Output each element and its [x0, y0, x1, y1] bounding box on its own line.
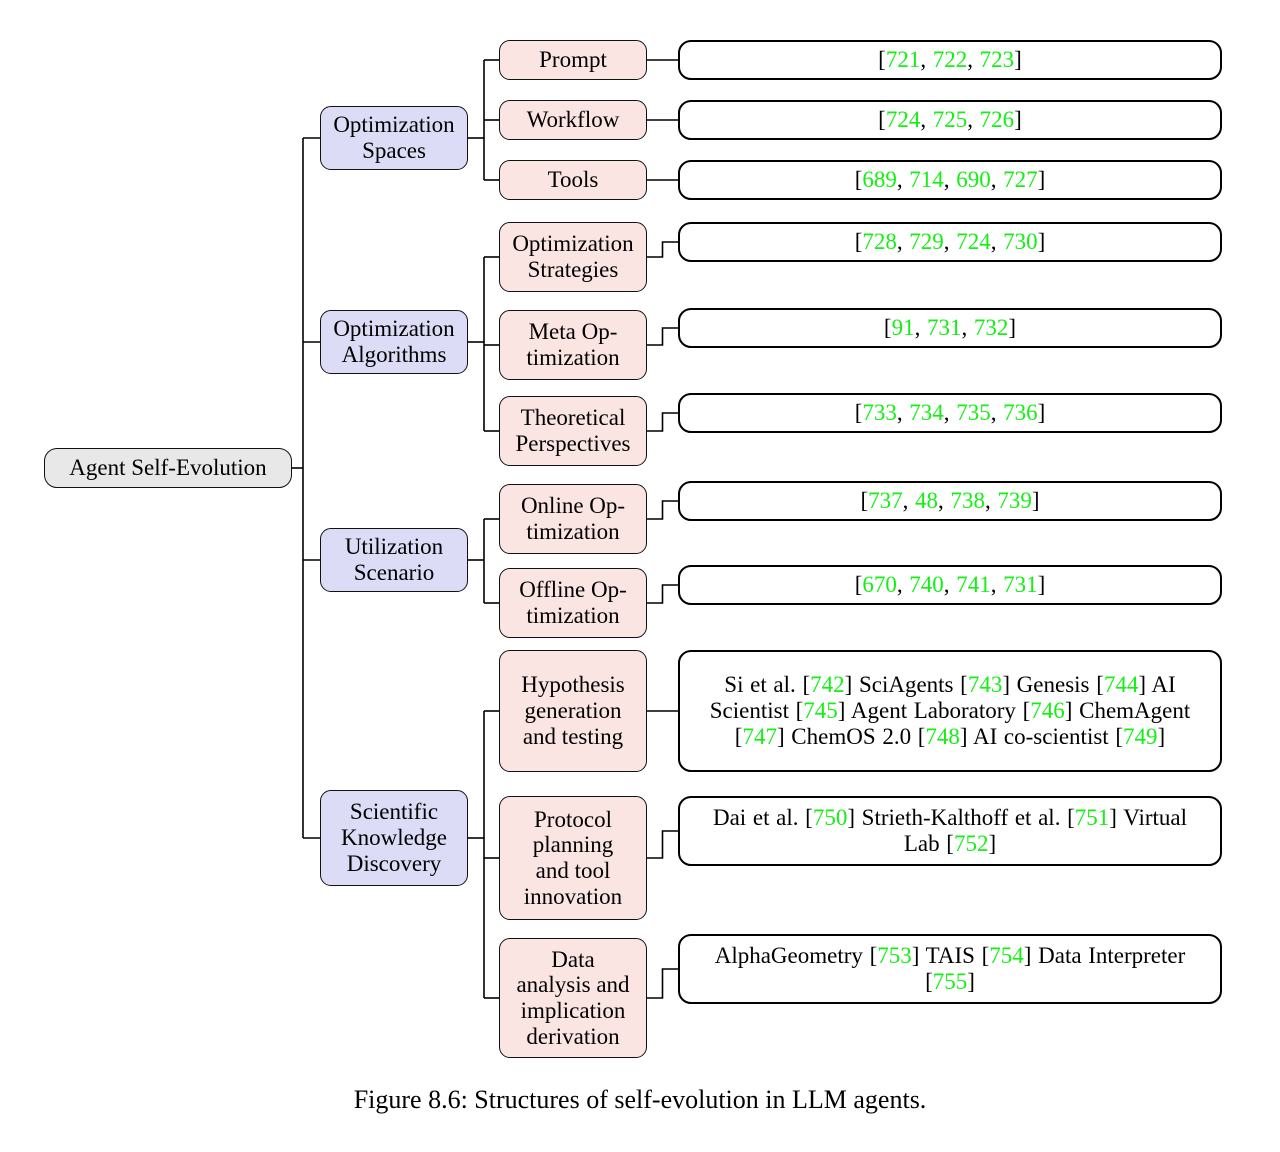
subtopic-node-workflow-label: Workflow: [526, 107, 620, 133]
citation-box-data-analysis-and-implication-derivation[interactable]: AlphaGeometry [753] TAIS [754] Data Inte…: [678, 934, 1222, 1004]
subtopic-node-offline-op-timization[interactable]: Offline Op- timization: [499, 568, 647, 638]
reference-number: 48: [915, 488, 939, 514]
reference-number: 740: [909, 572, 944, 598]
category-node-optimization-algorithms[interactable]: Optimization Algorithms: [320, 310, 468, 374]
reference-number: 734: [909, 400, 944, 426]
subtopic-node-hypothesis-generation-and-testing-label: Hypothesis generation and testing: [521, 672, 625, 749]
reference-number: 723: [979, 47, 1015, 73]
subtopic-node-prompt-label: Prompt: [539, 47, 607, 73]
subtopic-node-offline-op-timization-label: Offline Op- timization: [519, 577, 627, 628]
citation-box-hypothesis-generation-and-testing-label: Si et al. [742] SciAgents [743] Genesis …: [709, 672, 1191, 749]
reference-number: 725: [932, 107, 968, 133]
citation-box-offline-op-timization[interactable]: [670, 740, 741, 731]: [678, 565, 1222, 605]
citation-box-prompt-label: [721, 722, 723]: [878, 47, 1022, 73]
citation-box-workflow-label: [724, 725, 726]: [878, 107, 1022, 133]
subtopic-node-protocol-planning-and-tool-innovation[interactable]: Protocol planning and tool innovation: [499, 796, 647, 920]
reference-number: 729: [909, 229, 944, 255]
reference-number: 714: [909, 167, 944, 193]
category-node-optimization-spaces[interactable]: Optimization Spaces: [320, 106, 468, 170]
citation-box-optimization-strategies-label: [728, 729, 724, 730]: [854, 229, 1046, 255]
reference-number: 747: [742, 723, 777, 749]
reference-number: 741: [956, 572, 991, 598]
citation-box-optimization-strategies[interactable]: [728, 729, 724, 730]: [678, 222, 1222, 262]
subtopic-node-theoretical-perspectives[interactable]: Theoretical Perspectives: [499, 396, 647, 466]
subtopic-node-data-analysis-and-implication-derivation[interactable]: Data analysis and implication derivation: [499, 938, 647, 1058]
reference-number: 744: [1103, 672, 1139, 698]
citation-box-data-analysis-and-implication-derivation-label: AlphaGeometry [753] TAIS [754] Data Inte…: [714, 943, 1186, 994]
subtopic-node-optimization-strategies[interactable]: Optimization Strategies: [499, 222, 647, 292]
category-node-scientific-knowledge-discovery-label: Scientific Knowledge Discovery: [340, 799, 448, 876]
reference-number: 724: [956, 229, 991, 255]
reference-number: 724: [885, 107, 921, 133]
figure-caption: Figure 8.6: Structures of self-evolution…: [353, 1085, 927, 1114]
subtopic-node-optimization-strategies-label: Optimization Strategies: [512, 231, 634, 282]
reference-number: 726: [979, 107, 1015, 133]
citation-box-tools-label: [689, 714, 690, 727]: [854, 167, 1046, 193]
reference-number: 722: [932, 47, 968, 73]
subtopic-node-theoretical-perspectives-label: Theoretical Perspectives: [515, 405, 631, 456]
citation-box-online-op-timization[interactable]: [737, 48, 738, 739]: [678, 481, 1222, 521]
reference-number: 749: [1123, 723, 1158, 749]
reference-number: 91: [891, 315, 915, 341]
reference-number: 731: [1003, 572, 1038, 598]
reference-number: 746: [1030, 698, 1065, 724]
reference-number: 727: [1003, 167, 1038, 193]
reference-number: 738: [950, 488, 985, 514]
reference-number: 689: [862, 167, 897, 193]
subtopic-node-online-op-timization-label: Online Op- timization: [520, 493, 626, 544]
subtopic-node-workflow[interactable]: Workflow: [499, 100, 647, 140]
citation-box-prompt[interactable]: [721, 722, 723]: [678, 40, 1222, 80]
reference-number: 739: [997, 488, 1032, 514]
reference-number: 690: [956, 167, 991, 193]
root-node[interactable]: Agent Self-Evolution: [44, 448, 292, 488]
reference-number: 670: [862, 572, 897, 598]
citation-box-meta-op-timization[interactable]: [91, 731, 732]: [678, 308, 1222, 348]
category-node-optimization-algorithms-label: Optimization Algorithms: [333, 316, 455, 367]
reference-number: 733: [862, 400, 897, 426]
reference-number: 753: [877, 943, 912, 969]
citation-box-workflow[interactable]: [724, 725, 726]: [678, 100, 1222, 140]
reference-number: 721: [885, 47, 921, 73]
reference-number: 735: [956, 400, 991, 426]
citation-box-meta-op-timization-label: [91, 731, 732]: [883, 315, 1017, 341]
category-node-scientific-knowledge-discovery[interactable]: Scientific Knowledge Discovery: [320, 790, 468, 886]
citation-box-tools[interactable]: [689, 714, 690, 727]: [678, 160, 1222, 200]
subtopic-node-meta-op-timization[interactable]: Meta Op- timization: [499, 310, 647, 380]
subtopic-node-tools-label: Tools: [547, 167, 599, 193]
root-node-label: Agent Self-Evolution: [69, 455, 267, 481]
reference-number: 731: [927, 315, 962, 341]
reference-number: 736: [1003, 400, 1038, 426]
citation-box-theoretical-perspectives[interactable]: [733, 734, 735, 736]: [678, 393, 1222, 433]
reference-number: 742: [810, 672, 845, 698]
reference-number: 751: [1074, 805, 1110, 831]
subtopic-node-protocol-planning-and-tool-innovation-label: Protocol planning and tool innovation: [523, 806, 623, 909]
reference-number: 728: [862, 229, 897, 255]
citation-box-hypothesis-generation-and-testing[interactable]: Si et al. [742] SciAgents [743] Genesis …: [678, 650, 1222, 772]
citation-box-theoretical-perspectives-label: [733, 734, 735, 736]: [854, 400, 1046, 426]
reference-number: 755: [932, 969, 968, 994]
category-node-utilization-scenario[interactable]: Utilization Scenario: [320, 528, 468, 592]
subtopic-node-tools[interactable]: Tools: [499, 160, 647, 200]
category-node-utilization-scenario-label: Utilization Scenario: [344, 534, 444, 585]
citation-box-protocol-planning-and-tool-innovation[interactable]: Dai et al. [750] Strieth-Kalthoff et al.…: [678, 796, 1222, 866]
citation-box-online-op-timization-label: [737, 48, 738, 739]: [860, 488, 1040, 514]
reference-number: 752: [953, 831, 989, 856]
reference-number: 743: [967, 672, 1003, 698]
category-node-optimization-spaces-label: Optimization Spaces: [333, 112, 455, 163]
subtopic-node-hypothesis-generation-and-testing[interactable]: Hypothesis generation and testing: [499, 650, 647, 772]
reference-number: 754: [989, 943, 1024, 969]
reference-number: 745: [803, 698, 838, 724]
reference-number: 748: [925, 723, 960, 749]
subtopic-node-data-analysis-and-implication-derivation-label: Data analysis and implication derivation: [516, 946, 630, 1049]
citation-box-offline-op-timization-label: [670, 740, 741, 731]: [854, 572, 1046, 598]
reference-number: 737: [868, 488, 903, 514]
reference-number: 732: [973, 315, 1009, 341]
reference-number: 750: [812, 805, 848, 831]
reference-number: 730: [1003, 229, 1038, 255]
citation-box-protocol-planning-and-tool-innovation-label: Dai et al. [750] Strieth-Kalthoff et al.…: [712, 805, 1187, 856]
subtopic-node-prompt[interactable]: Prompt: [499, 40, 647, 80]
subtopic-node-online-op-timization[interactable]: Online Op- timization: [499, 484, 647, 554]
subtopic-node-meta-op-timization-label: Meta Op- timization: [526, 319, 620, 370]
